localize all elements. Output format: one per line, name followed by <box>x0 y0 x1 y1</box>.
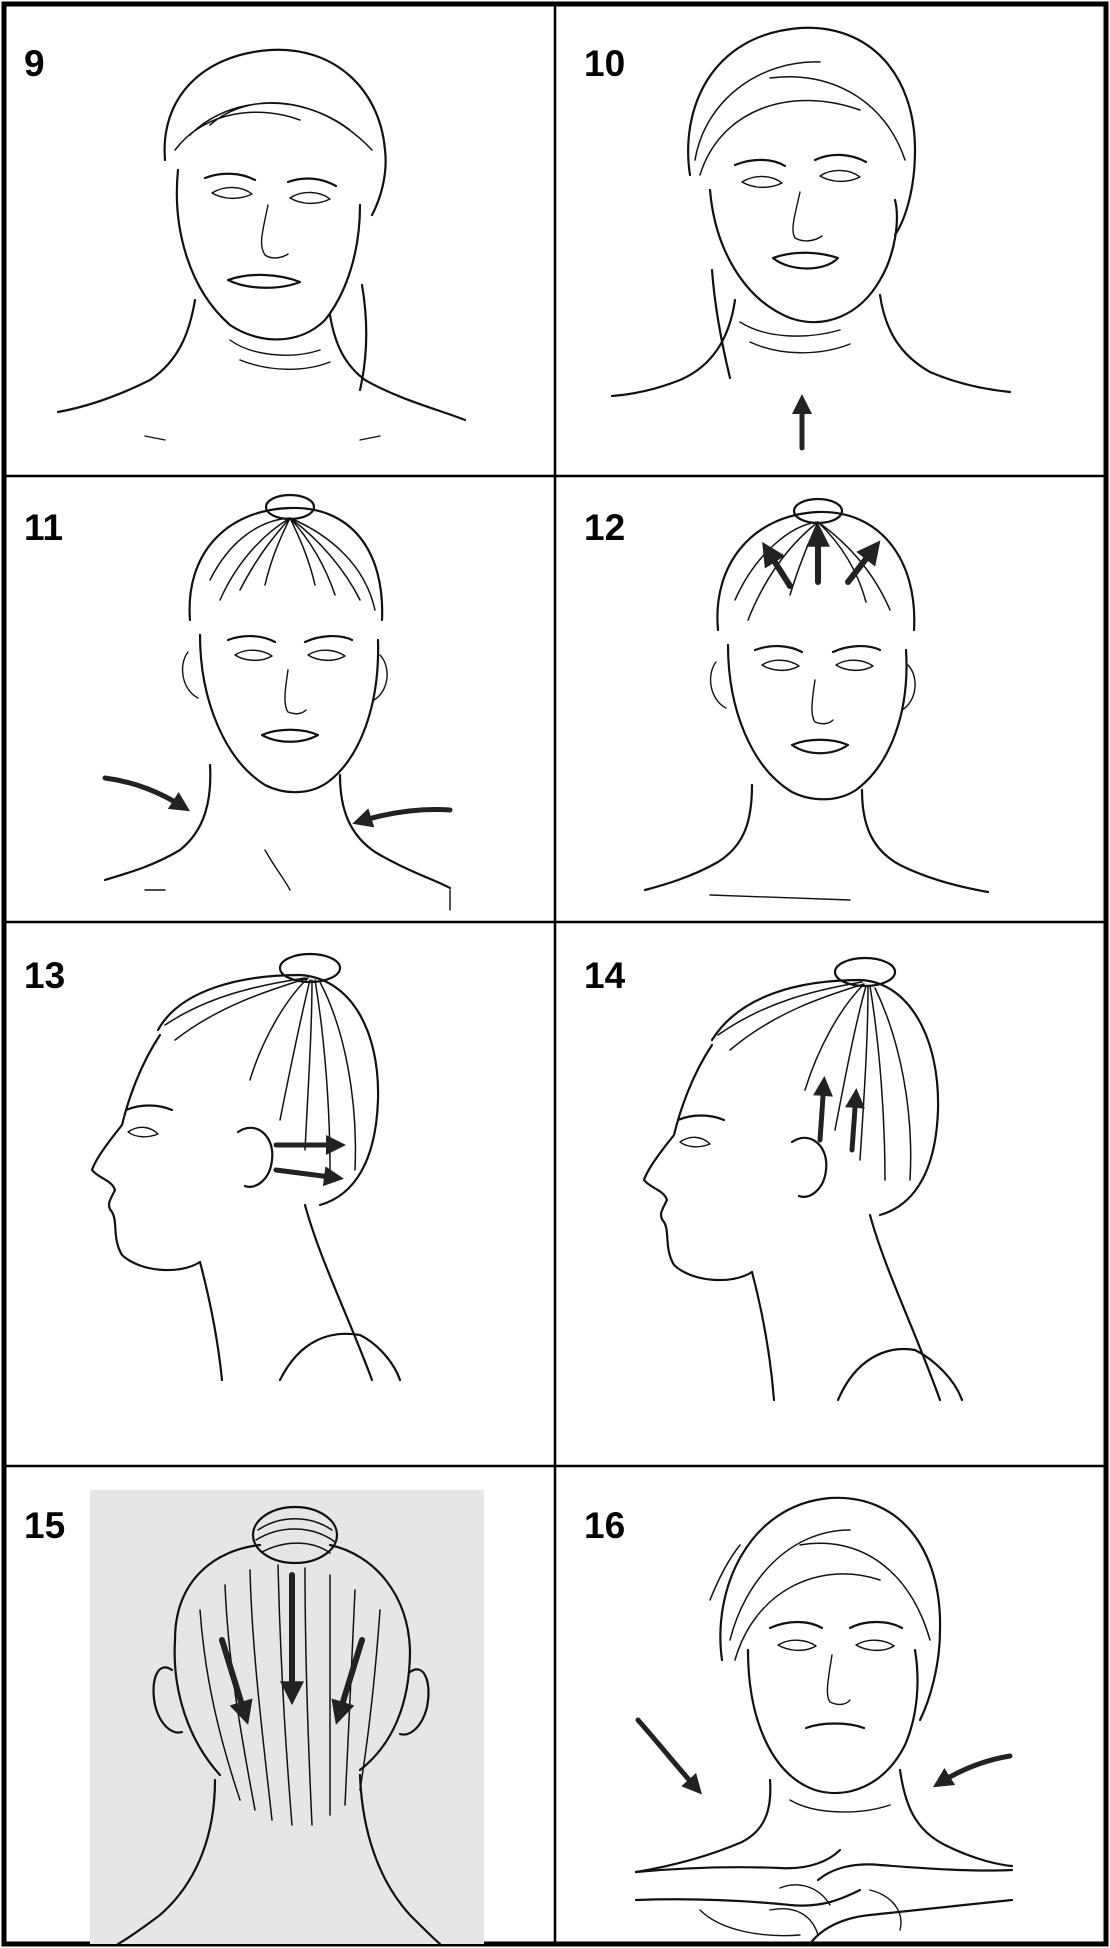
panel-number-14: 14 <box>584 955 626 996</box>
panel-number-10: 10 <box>584 43 625 84</box>
panel-9: 9 <box>24 43 465 440</box>
panel-15-background <box>90 1490 484 1944</box>
profile-illustration-14 <box>644 958 962 1400</box>
profile-illustration-13 <box>92 954 400 1380</box>
panel-number-15: 15 <box>24 1505 65 1546</box>
panel-number-13: 13 <box>24 955 65 996</box>
face-illustration-16 <box>636 1498 1012 1944</box>
panel-12: 12 <box>584 499 988 900</box>
panel-number-9: 9 <box>24 43 45 84</box>
panel-10: 10 <box>584 28 1010 448</box>
panel-14: 14 <box>584 955 962 1400</box>
panel-number-12: 12 <box>584 507 625 548</box>
face-illustration-12 <box>645 499 988 900</box>
face-illustration-9 <box>58 50 465 440</box>
panel-11: 11 <box>24 495 450 910</box>
panel-number-16: 16 <box>584 1505 625 1546</box>
panel-number-11: 11 <box>24 507 63 548</box>
face-illustration-11 <box>105 495 450 910</box>
face-illustration-10 <box>612 28 1010 448</box>
panel-13: 13 <box>24 954 400 1380</box>
panel-16: 16 <box>584 1498 1012 1944</box>
panel-15: 15 <box>24 1490 484 1944</box>
